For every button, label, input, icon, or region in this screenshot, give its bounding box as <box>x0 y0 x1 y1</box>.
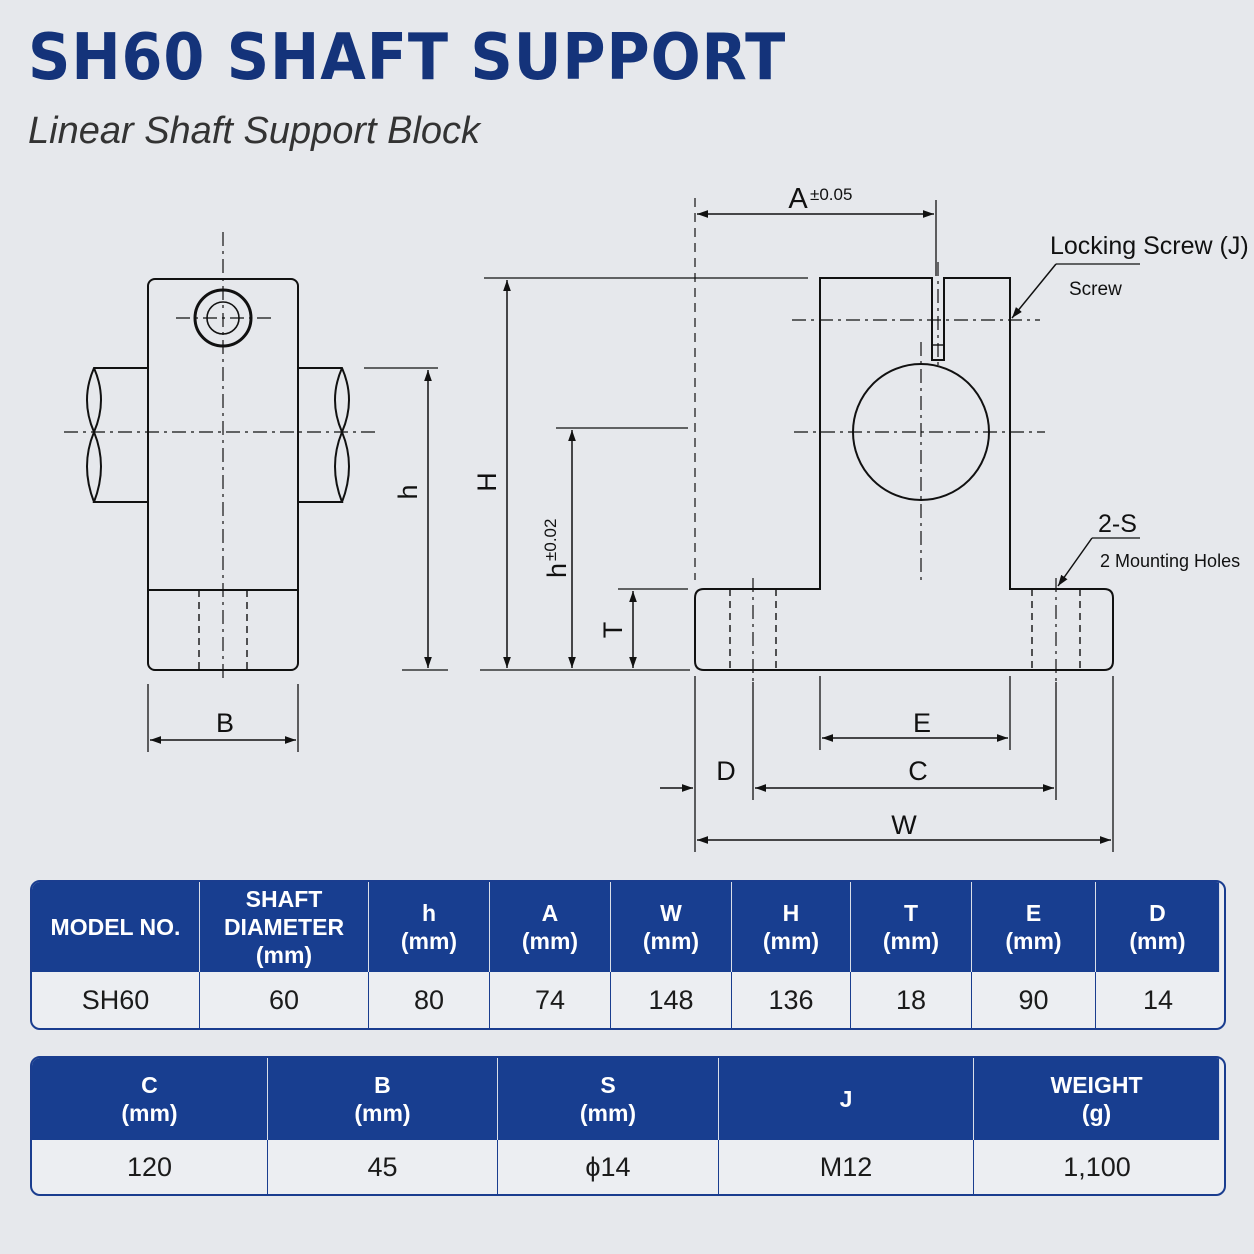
t1-header-a: A (mm) <box>490 882 611 972</box>
dim-label-t: T <box>598 622 628 639</box>
t1-cell-shaft-diameter: 60 <box>200 972 369 1028</box>
t2-cell-j: M12 <box>719 1140 974 1194</box>
t1-cell-t: 18 <box>851 972 972 1028</box>
t1-cell-h: 80 <box>369 972 490 1028</box>
t1-header-e: E (mm) <box>972 882 1096 972</box>
callout-holes: 2-S <box>1098 510 1137 538</box>
t1-cell-a: 74 <box>490 972 611 1028</box>
dim-label-h-front-letter: h <box>542 563 572 578</box>
dim-label-h-side: h <box>393 484 423 499</box>
t1-cell-model: SH60 <box>32 972 200 1028</box>
t2-header-b: B (mm) <box>268 1058 498 1140</box>
dim-label-big-h: H <box>472 472 502 492</box>
technical-drawing: B h <box>64 183 1249 852</box>
dim-label-a: A <box>788 183 808 215</box>
t1-header-model: MODEL NO. <box>32 882 200 972</box>
t1-header-shaft-diameter: SHAFT DIAMETER (mm) <box>200 882 369 972</box>
front-view <box>480 198 1140 852</box>
t1-header-t: T (mm) <box>851 882 972 972</box>
page-title: SH60 SHAFT SUPPORT <box>28 21 787 95</box>
t2-cell-s: ϕ14 <box>498 1140 719 1194</box>
dim-label-h-front: h ±0.02 <box>541 519 572 578</box>
dim-label-h-front-tolerance: ±0.02 <box>541 519 560 561</box>
side-view <box>64 232 448 752</box>
t1-cell-w: 148 <box>611 972 732 1028</box>
t1-cell-d: 14 <box>1142 984 1174 1015</box>
dim-label-e: E <box>913 708 931 738</box>
t1-header-w: W (mm) <box>611 882 732 972</box>
dim-label-a-tolerance: ±0.05 <box>810 185 852 204</box>
t2-header-c: C (mm) <box>32 1058 268 1140</box>
t1-header-h: h (mm) <box>369 882 490 972</box>
t1-cell-big-h: 136 <box>732 972 851 1028</box>
t1-header-d: D (mm) <box>1096 882 1220 972</box>
spec-table-1: MODEL NO. SHAFT DIAMETER (mm) h (mm) A (… <box>30 880 1226 1030</box>
t2-cell-c: 120 <box>32 1140 268 1194</box>
dim-label-c: C <box>908 756 928 786</box>
t2-cell-weight: 1,100 <box>1063 1151 1131 1182</box>
t1-cell-e: 90 <box>972 972 1096 1028</box>
dim-label-d: D <box>716 756 736 786</box>
shaft-left-stub <box>86 367 148 503</box>
spec-table-2: C (mm) B (mm) S (mm) J WEIGHT (g) 120 45… <box>30 1056 1226 1196</box>
t2-header-weight: WEIGHT (g) <box>974 1058 1220 1140</box>
front-body-outline <box>694 277 1114 671</box>
t2-header-j: J <box>719 1058 974 1140</box>
t2-header-s: S (mm) <box>498 1058 719 1140</box>
dim-label-w: W <box>891 810 917 840</box>
callout-holes-desc: 2 Mounting Holes <box>1100 551 1240 571</box>
t1-header-big-h: H (mm) <box>732 882 851 972</box>
callout-screw: Screw <box>1069 279 1122 300</box>
shaft-right-stub <box>298 367 350 503</box>
page-subtitle: Linear Shaft Support Block <box>28 110 481 152</box>
callout-locking-screw: Locking Screw (J) <box>1050 232 1249 260</box>
dim-label-b: B <box>216 708 234 738</box>
t2-cell-b: 45 <box>268 1140 498 1194</box>
